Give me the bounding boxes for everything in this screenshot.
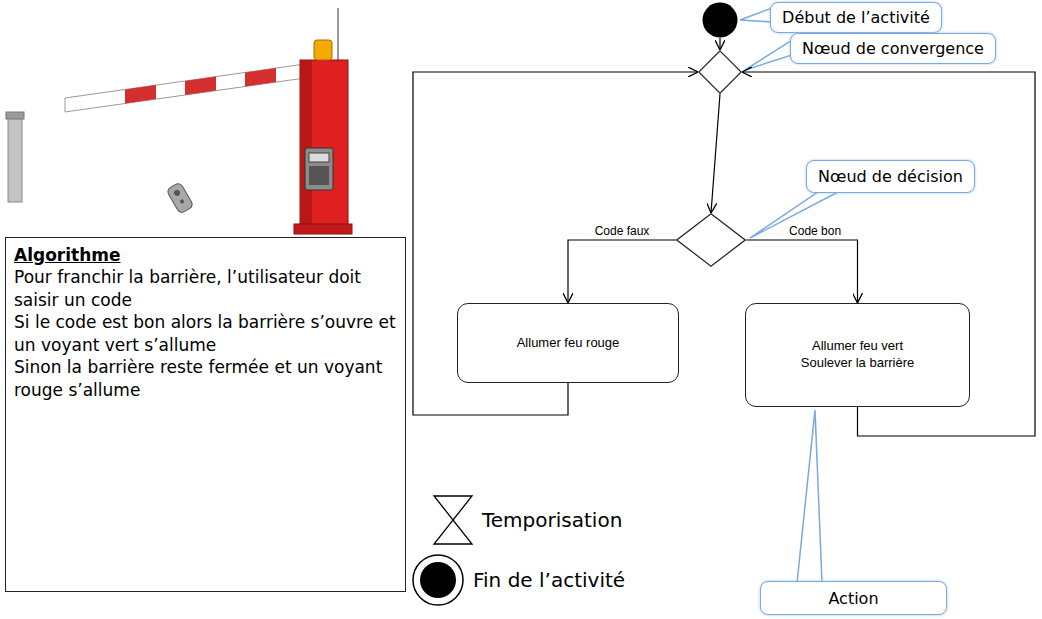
callout-bubble: Début de l’activité (770, 2, 942, 33)
callout-text: Action (828, 589, 878, 608)
remote-control (166, 182, 194, 214)
housing-base (294, 224, 352, 234)
callout-bubble: Nœud de décision (806, 160, 975, 193)
algorithm-text: Pour franchir la barrière, l’utilisateur… (14, 266, 397, 311)
initial-node (702, 2, 738, 38)
callout-tail (745, 40, 792, 70)
legend-text: Temporisation (482, 508, 622, 532)
action-box: Allumer feu vertSoulever la barrière (745, 303, 970, 407)
timer-symbol (432, 494, 474, 546)
legend-item: Fin de l’activité (411, 553, 625, 607)
barrier-illustration (6, 8, 352, 234)
diamond-shape (676, 213, 746, 267)
barrier-post (8, 118, 22, 202)
action-text: Soulever la barrière (801, 355, 914, 372)
warning-lamp (314, 40, 332, 60)
keypad (305, 148, 333, 190)
barrier-housing (300, 60, 348, 228)
beam-stripe (125, 85, 156, 103)
action-text: Allumer feu rouge (517, 335, 620, 352)
callout-text: Nœud de convergence (802, 39, 984, 58)
final-node-symbol (411, 553, 465, 607)
legend-text: Fin de l’activité (473, 568, 625, 592)
flow-connector (742, 72, 1035, 436)
legend-item: Temporisation (432, 494, 622, 546)
callout-bubble: Nœud de convergence (790, 33, 996, 64)
decision-diamond (676, 213, 746, 267)
algorithm-heading: Algorithme (14, 244, 397, 266)
callout-tails (740, 8, 838, 583)
flow-connector (719, 38, 720, 50)
edge-label: Code bon (787, 224, 843, 238)
keypad-screen (309, 153, 329, 162)
flow-connector (568, 240, 676, 303)
housing-side (300, 60, 312, 228)
initial-node-shape (702, 2, 738, 38)
post-cap (6, 112, 24, 119)
algorithm-text: Si le code est bon alors la barrière s’o… (14, 311, 397, 356)
algorithm-box: AlgorithmePour franchir la barrière, l’u… (5, 237, 406, 592)
beam-stripe (245, 68, 276, 86)
antenna (337, 8, 339, 62)
barrier-beam (65, 64, 305, 112)
flow-connector (413, 72, 698, 415)
beam-stripe (185, 77, 216, 95)
callout-tail (740, 8, 772, 22)
callout-bubble: Action (760, 581, 947, 615)
edge-label: Code faux (593, 224, 652, 238)
flow-connector (711, 94, 720, 213)
algorithm-text: Sinon la barrière reste fermée et un voy… (14, 356, 397, 401)
diamond-shape (698, 50, 742, 94)
convergence-diamond (698, 50, 742, 94)
callout-text: Début de l’activité (782, 8, 930, 27)
keypad-keys (309, 166, 329, 185)
flow-connector (746, 240, 858, 303)
action-box: Allumer feu rouge (457, 303, 679, 383)
action-text: Allumer feu vert (812, 338, 903, 355)
callout-tail (797, 410, 822, 583)
callout-text: Nœud de décision (818, 167, 963, 186)
